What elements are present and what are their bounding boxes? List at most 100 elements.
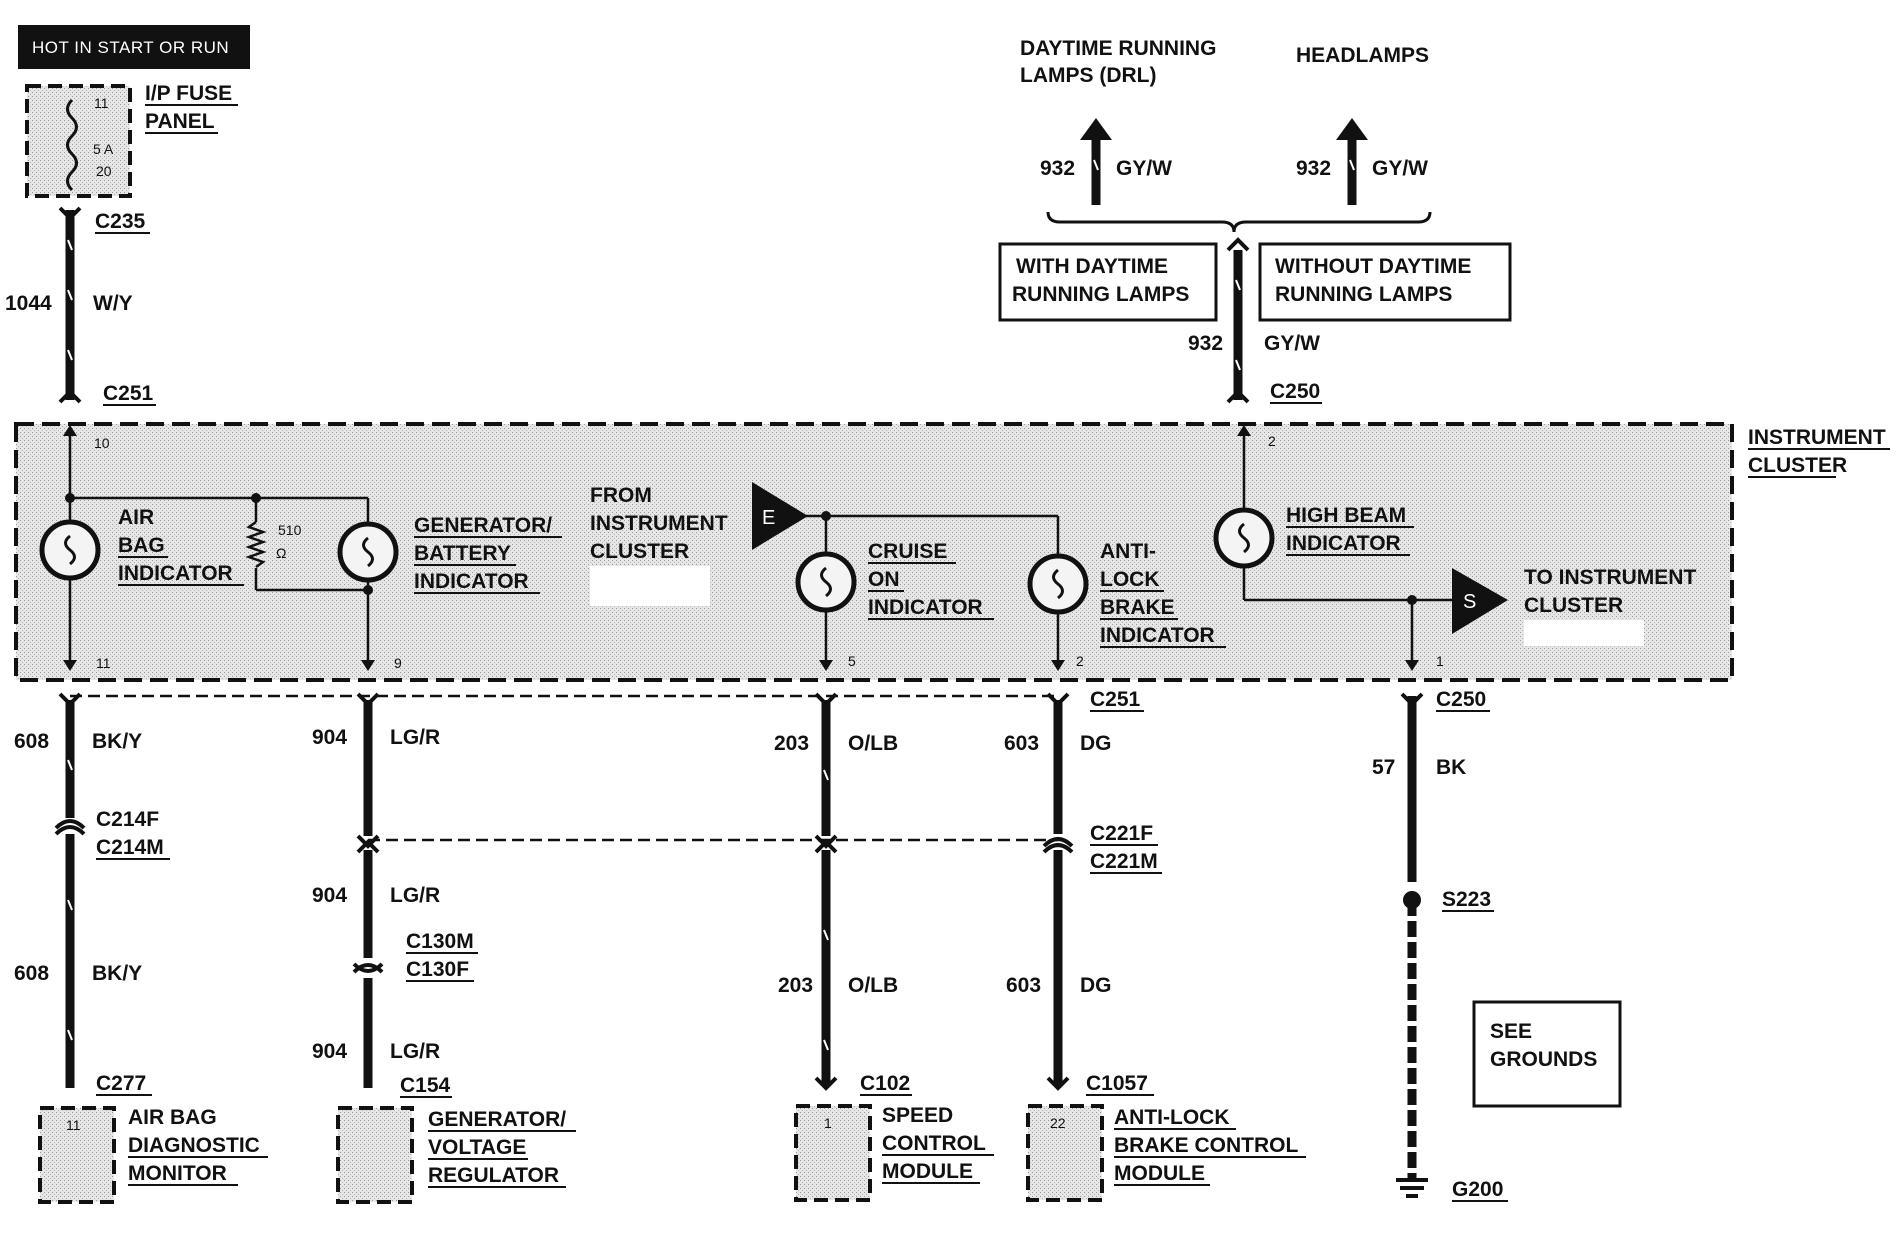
circuit-603: 603 — [1004, 732, 1039, 755]
generator-indicator-label: GENERATOR/ — [414, 514, 552, 537]
circuit-904-lower: 904 — [312, 1040, 347, 1063]
abs-control-module: 22 ANTI-LOCK BRAKE CONTROL MODULE — [1026, 1104, 1306, 1202]
splice-s223 — [1403, 891, 1421, 909]
wire-603: C251 603 DG C221F C221M 603 DG C1057 — [1004, 688, 1162, 1096]
without-drl-box — [1258, 242, 1512, 322]
circuit-608-lower: 608 — [14, 962, 49, 985]
color-lg-r-mid: LG/R — [390, 884, 440, 907]
connector-c250-bottom: C250 — [1436, 688, 1486, 711]
from-cluster-label-2: INSTRUMENT — [590, 512, 728, 535]
abs-indicator-bulb — [1027, 553, 1089, 615]
ground-icon — [1396, 1178, 1428, 1198]
pin-5: 5 — [848, 653, 856, 669]
abs-indicator-label-3: BRAKE — [1100, 596, 1175, 619]
fuse-panel-label-2: PANEL — [145, 110, 215, 133]
circuit-904: 904 — [312, 726, 347, 749]
pin-10: 10 — [94, 435, 110, 451]
speed-control-label-3: MODULE — [882, 1160, 973, 1183]
circuit-932-main: 932 — [1188, 332, 1223, 355]
airbag-monitor-label-2: DIAGNOSTIC — [128, 1134, 260, 1157]
speed-control-module: 1 SPEED CONTROL MODULE — [794, 1104, 994, 1202]
circuit-608: 608 — [14, 730, 49, 753]
cluster-label: INSTRUMENT — [1748, 426, 1886, 449]
pin-1: 1 — [1436, 653, 1444, 669]
fuse-pin: 20 — [96, 163, 112, 179]
generator-voltage-regulator: GENERATOR/ VOLTAGE REGULATOR — [336, 1106, 576, 1204]
cruise-indicator-label-3: INDICATOR — [868, 596, 983, 619]
instrument-cluster: INSTRUMENT CLUSTER 510 Ω — [14, 422, 1890, 682]
without-drl-label: WITHOUT DAYTIME — [1275, 255, 1471, 278]
circuit-932-headlamps: 932 — [1296, 157, 1331, 180]
resistor-value: 510 — [278, 522, 302, 538]
wire-904: 904 LG/R 904 LG/R C130M C130F 904 LG/R C… — [312, 692, 478, 1098]
flag-code-s: S — [1463, 591, 1476, 613]
connector-c1057: C1057 — [1086, 1072, 1148, 1095]
circuit-932-drl: 932 — [1040, 157, 1075, 180]
circuit-1044: 1044 — [5, 292, 52, 315]
circuit-203-lower: 203 — [778, 974, 813, 997]
pin-11: 11 — [96, 655, 111, 671]
drl-label: DAYTIME RUNNING — [1020, 37, 1216, 60]
connector-c130f: C130F — [406, 958, 469, 981]
high-beam-label-2: INDICATOR — [1286, 532, 1401, 555]
airbag-monitor-label: AIR BAG — [128, 1106, 217, 1129]
generator-indicator-label-3: INDICATOR — [414, 570, 529, 593]
connector-dashed-lines — [70, 694, 1058, 842]
color-bk-y-lower: BK/Y — [92, 962, 142, 985]
fuse-number: 11 — [94, 95, 109, 111]
headlamps-label: HEADLAMPS — [1296, 44, 1429, 67]
circuit-203: 203 — [774, 732, 809, 755]
to-cluster-label-2: CLUSTER — [1524, 594, 1623, 617]
color-gy-w-headlamps: GY/W — [1372, 157, 1428, 180]
drl-headlamp-branch: DAYTIME RUNNING LAMPS (DRL) HEADLAMPS 93… — [998, 37, 1512, 404]
module-pin-11: 11 — [66, 1117, 81, 1133]
regulator-label-2: VOLTAGE — [428, 1136, 526, 1159]
connector-c214f: C214F — [96, 808, 159, 831]
label-blank — [590, 566, 710, 606]
pin-2-high-beam: 2 — [1268, 433, 1276, 449]
abs-indicator-label-2: LOCK — [1100, 568, 1160, 591]
to-cluster-label: TO INSTRUMENT — [1524, 566, 1696, 589]
abs-indicator-label: ANTI- — [1100, 540, 1156, 563]
label-blank-2 — [1524, 620, 1644, 646]
ground-g200: G200 — [1452, 1178, 1503, 1201]
color-w-y: W/Y — [93, 292, 133, 315]
drl-label-2: LAMPS (DRL) — [1020, 64, 1156, 87]
speed-control-label: SPEED — [882, 1104, 953, 1127]
regulator-label-3: REGULATOR — [428, 1164, 559, 1187]
abs-module-label: ANTI-LOCK — [1114, 1106, 1229, 1129]
cluster-label-2: CLUSTER — [1748, 454, 1847, 477]
connector-c214m: C214M — [96, 836, 164, 859]
fuse-symbol — [66, 98, 78, 192]
color-dg-lower: DG — [1080, 974, 1112, 997]
airbag-indicator-label-2: BAG — [118, 534, 165, 557]
see-grounds-label-2: GROUNDS — [1490, 1048, 1597, 1071]
see-grounds-note: SEE GROUNDS — [1472, 1000, 1622, 1108]
speed-control-label-2: CONTROL — [882, 1132, 986, 1155]
color-o-lb-lower: O/LB — [848, 974, 898, 997]
module-pin-22: 22 — [1050, 1115, 1066, 1131]
circuit-904-mid: 904 — [312, 884, 347, 907]
regulator-label: GENERATOR/ — [428, 1108, 566, 1131]
connector-c102: C102 — [860, 1072, 910, 1095]
color-gy-w-main: GY/W — [1264, 332, 1320, 355]
flag-code-e: E — [762, 507, 775, 529]
connector-c250-top: C250 — [1270, 380, 1320, 403]
splice-dots — [65, 493, 1417, 605]
fuse-panel-label: I/P FUSE — [145, 82, 232, 105]
module-pin-1: 1 — [824, 1115, 832, 1131]
high-beam-indicator-bulb — [1213, 507, 1275, 569]
ip-fuse-panel: 11 5 A 20 I/P FUSE PANEL — [25, 82, 238, 198]
abs-indicator-label-4: INDICATOR — [1100, 624, 1215, 647]
connector-c154: C154 — [400, 1074, 451, 1097]
airbag-indicator-label-3: INDICATOR — [118, 562, 233, 585]
high-beam-label: HIGH BEAM — [1286, 504, 1406, 527]
wire-203: 203 O/LB 203 O/LB C102 — [774, 692, 912, 1096]
color-lg-r-lower: LG/R — [390, 1040, 440, 1063]
connector-c251-top: C251 — [103, 382, 154, 405]
cruise-indicator-label: CRUISE — [868, 540, 947, 563]
connector-c130m: C130M — [406, 930, 474, 953]
with-drl-label: WITH DAYTIME — [1016, 255, 1168, 278]
wire-1044: C235 1044 W/Y C251 — [5, 206, 156, 406]
